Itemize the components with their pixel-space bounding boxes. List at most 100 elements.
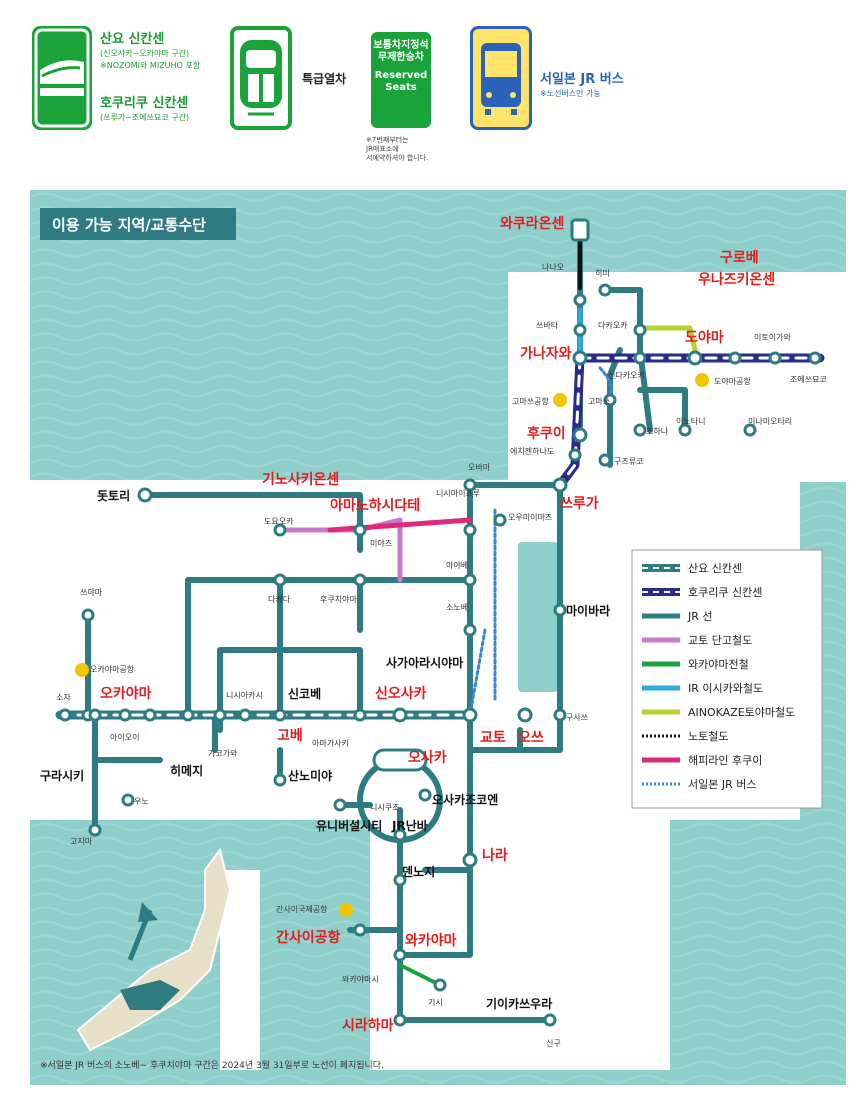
reserved-line1: 보통차지정석 [373, 40, 429, 51]
station-label-unazuki: 우나즈키온센 [698, 272, 775, 288]
limited-express-icon [230, 26, 292, 130]
legend-label-kyoto_tango: 교토 단고철도 [688, 634, 752, 647]
station-label-kuzuryu: 구즈류코 [614, 457, 643, 466]
station-label-shintakaoka: 신다카오카 [608, 371, 645, 380]
airport-icon [75, 663, 89, 677]
station-label-amagasaki: 아마가사키 [312, 738, 349, 748]
osaka-station [372, 748, 428, 772]
station-label-kix: 간사이공항 [276, 929, 341, 946]
legend-item-noto: 노토철도 [642, 730, 728, 743]
station-label-nishiakashi: 니시아카시 [226, 690, 263, 700]
shinkansen-sub2: ※NOZOMI와 MIZUHO 포함 [100, 61, 201, 70]
station-label-itoigawa: 이토이가와 [754, 332, 791, 342]
legend-label-bus: 서일본 JR 버스 [688, 777, 756, 791]
area-title-bar [40, 208, 236, 240]
shinkansen-sub1: (신오사카~오카야마 구간) [100, 49, 190, 58]
station-label-echizen: 에치젠하나도 [510, 446, 554, 456]
legend-item-hapi: 해피라인 후쿠이 [642, 753, 762, 767]
station-label-minamiota: 미나미오타리 [748, 417, 792, 426]
hapi-line [327, 517, 473, 533]
station-label-tsubata: 쓰바타 [536, 320, 559, 330]
station-label-komatsuap: 고마쓰공항 [512, 397, 549, 406]
legend-label-wakayama: 와카야마전철 [688, 658, 749, 671]
station-label-shingu: 신구 [546, 1039, 561, 1048]
station-label-joetsu: 조에쓰묘코 [790, 375, 827, 384]
airport-icon [339, 903, 353, 917]
station-label-sannomiya: 산노미야 [288, 768, 332, 783]
station-label-toyamaap: 도야마공항 [714, 376, 751, 386]
station-label-shirahama: 시라하마 [342, 1017, 394, 1034]
station-label-tottori: 돗토리 [97, 488, 130, 503]
legend-label-noto: 노토철도 [688, 730, 728, 743]
japan-mini-map [76, 847, 232, 1052]
rail-map: 이용 가능 지역/교통수단 [30, 190, 846, 1085]
ainokaze-line [637, 325, 698, 353]
bus-sub: ※노선버스만 가능 [540, 89, 601, 98]
airport-icons [75, 373, 709, 917]
station-label-himeji: 히메지 [170, 763, 203, 778]
reserved-en1: Reserved [374, 70, 428, 81]
legend-item-wakayama: 와카야마전철 [642, 658, 749, 671]
reserved-line2: 무제한승차 [378, 52, 424, 63]
station-label-nishimaizuru: 니시마이즈루 [436, 488, 480, 498]
reserved-note2: JR매표소에 [366, 145, 399, 153]
legend-item-bus: 서일본 JR 버스 [642, 777, 756, 791]
legend-item-ainokaze: AINOKAZE토야마철도 [642, 706, 795, 719]
hokuriku-sub: (쓰루가~조에쓰묘코 구간) [100, 113, 190, 122]
station-label-sagano: 사가아라시야마 [386, 655, 463, 670]
station-label-osakajo: 오사카조코엔 [432, 792, 498, 807]
station-label-obama: 오바마 [468, 462, 491, 472]
station-label-wakayama: 와카야마 [405, 932, 457, 949]
station-label-uno: 우노 [134, 797, 149, 806]
station-label-okayama: 오카야마 [100, 685, 152, 702]
station-label-wadayama: 다케다 [268, 595, 291, 604]
airport-icon [695, 373, 709, 387]
station-label-miyazu: 미야즈 [370, 538, 392, 548]
station-label-nanao: 나나오 [542, 263, 564, 272]
station-label-omimaizuru: 오우미이마즈 [508, 512, 552, 522]
station-label-ayabe: 아야베 [446, 560, 468, 570]
shinkansen-title: 산요 신칸센 [100, 32, 165, 47]
bus-icon [470, 26, 532, 130]
station-label-nishikujo: 니시쿠조 [370, 802, 399, 812]
station-label-kusatsu: 구사쓰 [566, 713, 588, 722]
reserved-note1: ※7번째부터는 [366, 136, 409, 144]
station-label-kobe: 고베 [277, 728, 303, 744]
station-label-komatsu: 고마쓰 [588, 397, 610, 406]
wakayama-railway-line [398, 963, 442, 987]
station-label-inotani: 이노타니 [676, 416, 705, 426]
station-label-toyooka: 도요오카 [264, 517, 294, 526]
station-label-otsu: 오쓰 [518, 730, 544, 746]
legend-label-hokuriku: 호쿠리쿠 신칸센 [688, 586, 762, 599]
bus-title: 서일본 JR 버스 [540, 72, 624, 87]
shinkansen-icon [32, 26, 92, 130]
reserved-en2: Seats [385, 82, 417, 93]
station-label-tennoji: 덴노지 [402, 864, 435, 879]
legend-label-ainokaze: AINOKAZE토야마철도 [688, 706, 795, 719]
station-label-osaka: 오사카 [408, 750, 447, 766]
limited-express-label: 특급열차 [302, 72, 347, 86]
station-label-nara: 나라 [482, 848, 508, 864]
station-label-amanohashidate: 아마노하시다테 [330, 497, 420, 514]
lake-biwa [518, 542, 558, 692]
hokuriku-title: 호쿠리쿠 신칸센 [100, 96, 189, 111]
station-label-tsuruga: 쓰루가 [560, 496, 599, 512]
station-label-kyoto: 교토 [480, 730, 506, 746]
reserved-note3: 서예약하셔야 합니다. [366, 154, 429, 162]
reserved-seats-badge: 보통차지정석 무제한승차 Reserved Seats [371, 32, 431, 128]
legend-item-sanyo: 산요 신칸센 [642, 562, 742, 575]
station-label-toyama: 도야마 [685, 329, 724, 346]
station-label-usj: 유니버설시티 [316, 818, 382, 833]
station-label-kakogawa: 가코가와 [208, 748, 238, 758]
map-footnote: ※서일본 JR 버스의 소노베~ 후쿠치야마 구간은 2024년 3월 31일부… [40, 1059, 384, 1071]
station-label-kojima: 고지마 [70, 837, 93, 846]
reserved-note: ※7번째부터는 JR매표소에 서예약하셔야 합니다. [366, 136, 428, 163]
wakura-station [570, 218, 590, 242]
airport-icon [553, 393, 567, 407]
station-label-kurobe: 구로베 [720, 250, 759, 266]
station-label-okayamaap: 오카야마공항 [90, 664, 135, 674]
station-label-fukui: 후쿠이 [527, 425, 566, 442]
legend-label-ir: IR 이시카와철도 [688, 682, 763, 695]
station-label-soja: 소자 [56, 693, 71, 702]
